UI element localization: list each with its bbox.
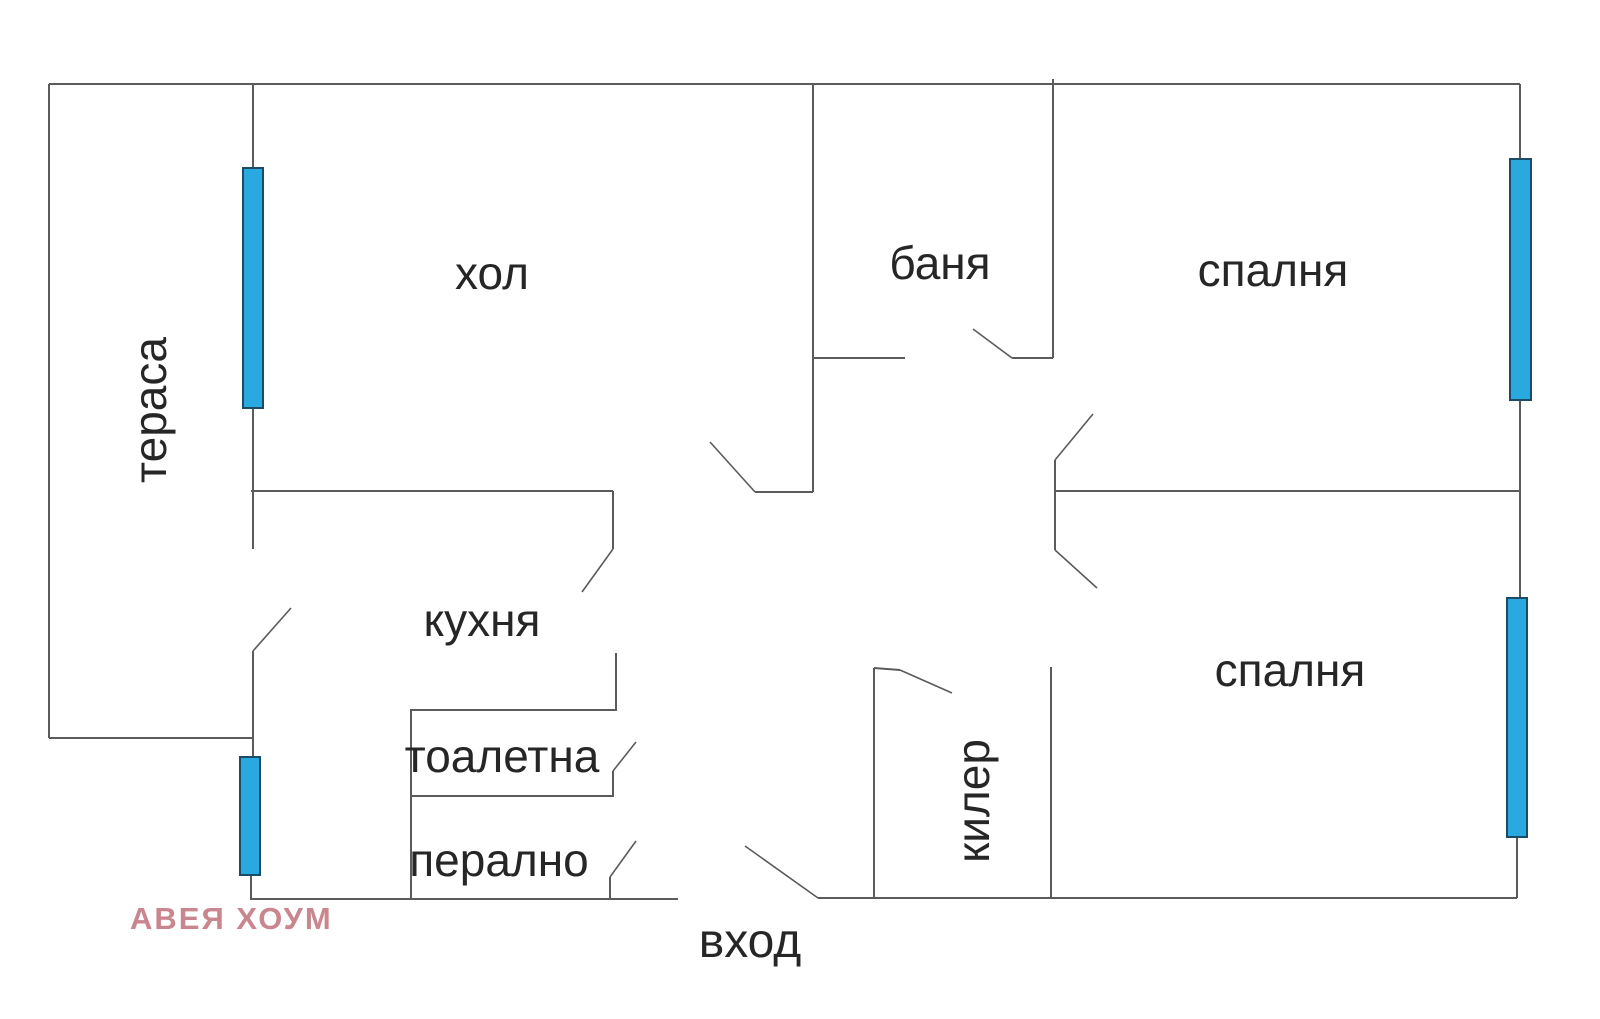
room-labels: тераса хол баня спалня спалня кухня тоал… [124, 237, 1365, 968]
window-bedroom-top-icon [1509, 158, 1532, 401]
room-label-bedroom-top: спалня [1198, 244, 1349, 296]
window-laundry-icon [239, 756, 261, 876]
door-terrace [252, 607, 292, 652]
room-label-kitchen: кухня [424, 594, 541, 646]
room-label-bedroom-bottom: спалня [1215, 644, 1366, 696]
room-label-terrace: тераса [124, 337, 176, 483]
door-entrance [744, 845, 819, 899]
room-label-laundry: перално [409, 834, 589, 886]
room-label-storage: килер [947, 739, 999, 863]
door-storage [899, 669, 953, 694]
door-corridor-upper [1054, 413, 1094, 461]
window-terrace-icon [242, 167, 264, 409]
door-kitchen [581, 548, 614, 593]
room-label-toilet: тоалетна [405, 730, 600, 782]
door-bath [972, 328, 1013, 359]
windows [239, 158, 1532, 876]
wall-storage-top-stub [873, 667, 901, 671]
door-bedroom-bottom [1054, 549, 1098, 589]
window-bedroom-bottom-icon [1506, 597, 1528, 838]
room-label-entrance: вход [699, 915, 802, 968]
door-toilet [612, 741, 637, 772]
room-label-hall: хол [455, 247, 529, 299]
door-hall [709, 441, 756, 493]
doors [252, 328, 1098, 899]
watermark-aveya-home: АВЕЯ ХОУМ [130, 901, 333, 936]
room-label-bath: баня [889, 237, 990, 289]
door-laundry [609, 840, 637, 878]
walls [48, 79, 1521, 900]
